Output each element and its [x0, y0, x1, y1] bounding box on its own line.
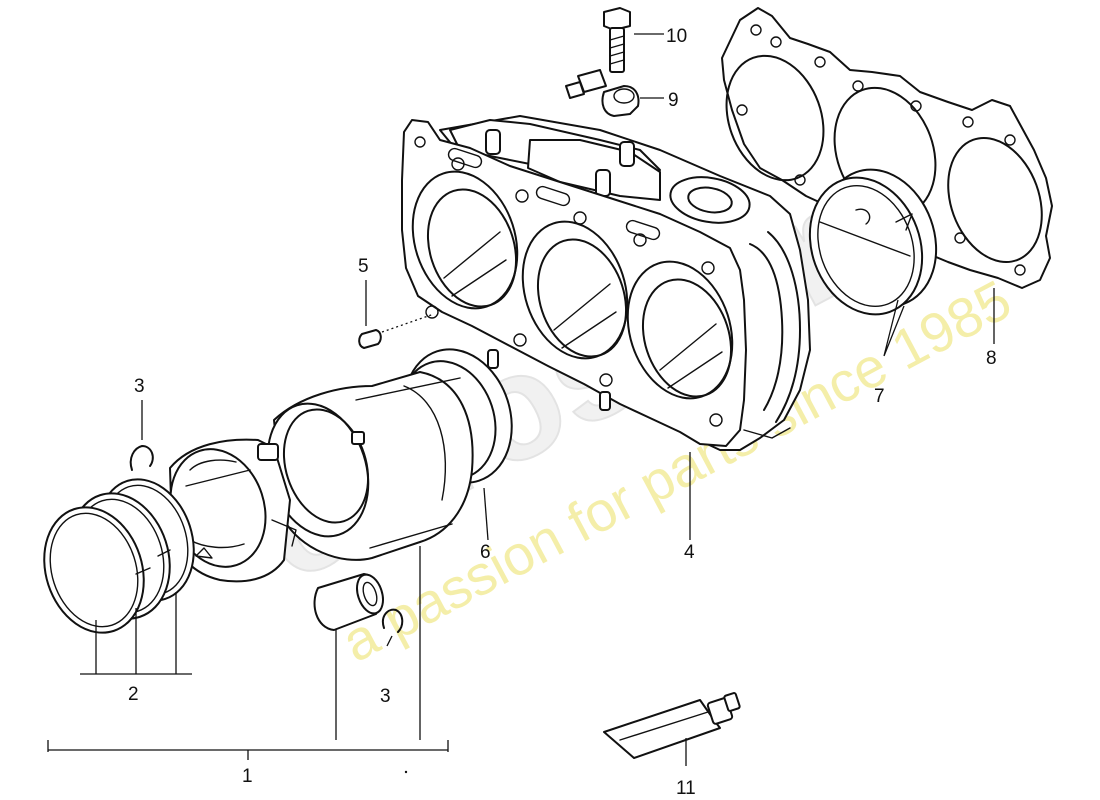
circlip-upper [129, 445, 154, 471]
temperature-sensor [565, 69, 640, 117]
leader-lines [47, 33, 995, 766]
cylinder-block [401, 115, 811, 451]
callout-1: 1 [242, 766, 253, 787]
callout-3-lower: 3 [380, 686, 391, 707]
piston [169, 438, 297, 583]
cylinder-seal-rings [808, 168, 938, 316]
dowel-pin [358, 313, 435, 349]
callout-2: 2 [128, 684, 139, 705]
piston-rings [43, 478, 195, 634]
sealant-tube [603, 692, 741, 759]
callout-9: 9 [668, 90, 679, 111]
callout-3-upper: 3 [134, 376, 145, 397]
callout-7: 7 [874, 386, 885, 407]
callout-6: 6 [480, 542, 491, 563]
callout-10: 10 [666, 26, 687, 47]
hex-bolt [603, 7, 631, 73]
cylinder-liner [266, 371, 474, 561]
callouts: 1 2 3 3 4 5 6 7 8 9 10 11 [128, 26, 997, 799]
callout-5: 5 [358, 256, 369, 277]
stray-dot [404, 770, 408, 774]
callout-8: 8 [986, 348, 997, 369]
callout-11: 11 [676, 778, 696, 799]
callout-4: 4 [684, 542, 695, 563]
circlip-lower [382, 608, 404, 633]
piston-pin [313, 573, 384, 631]
